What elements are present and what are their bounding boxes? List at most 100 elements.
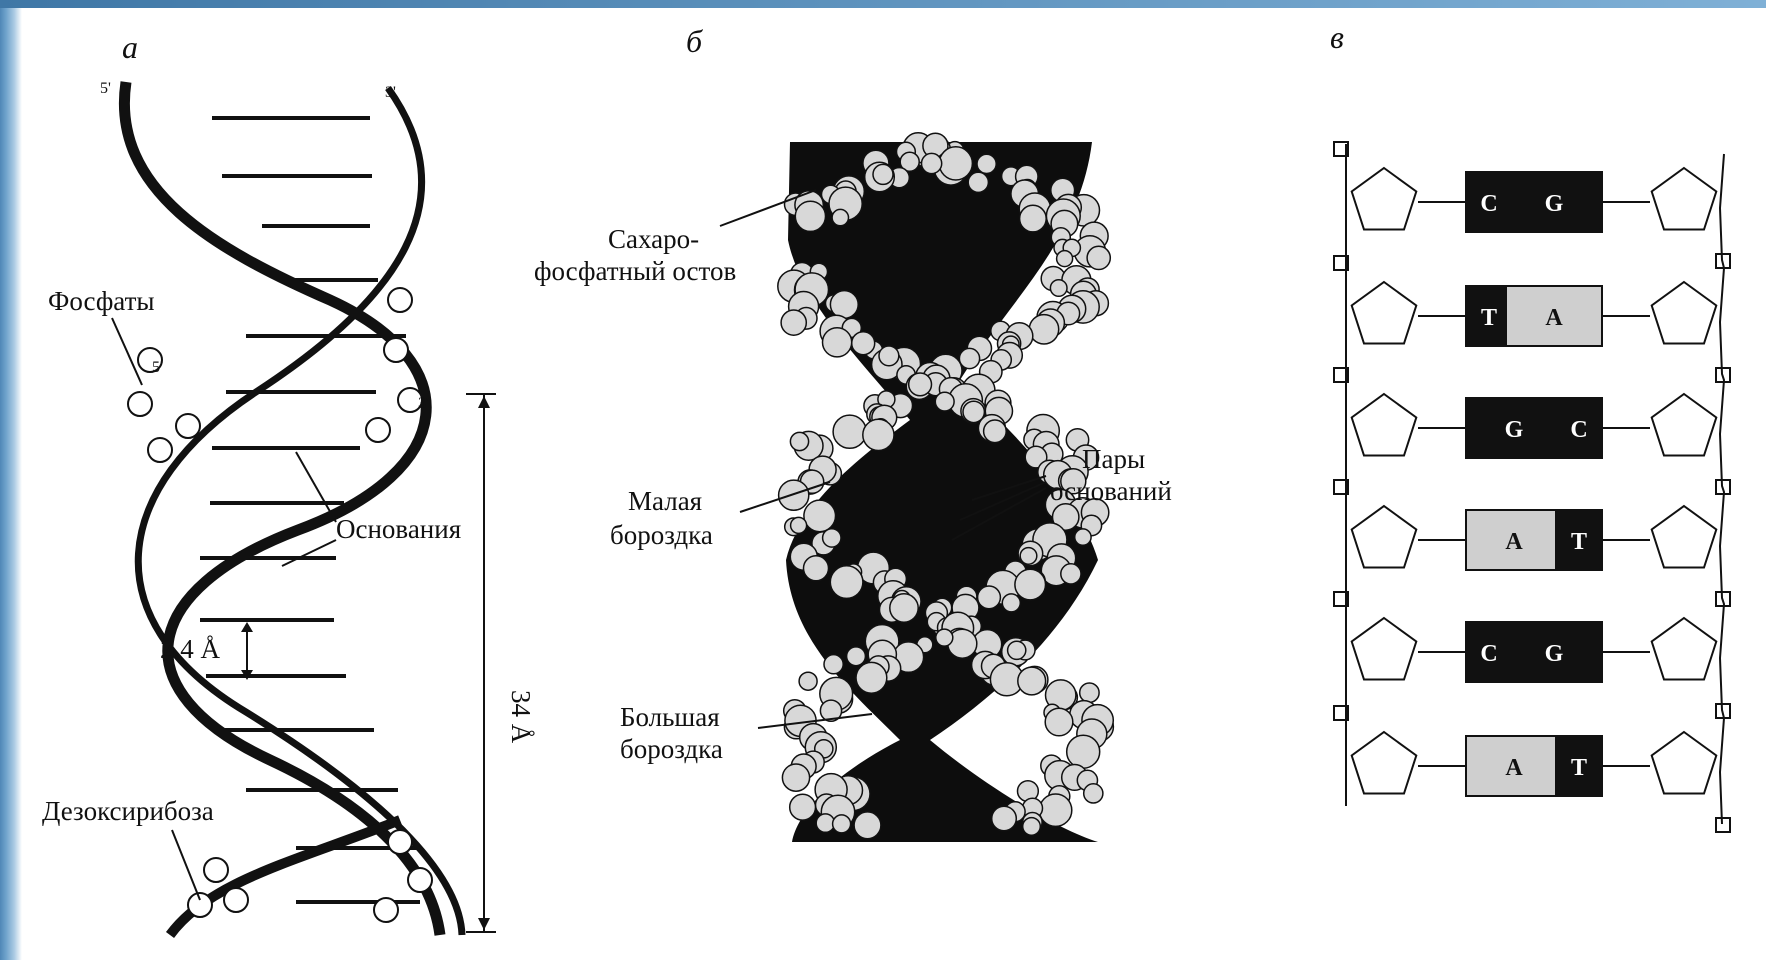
base-letter-right: G — [1545, 191, 1564, 217]
leader-bases-1 — [296, 452, 336, 522]
atom-sphere — [804, 556, 829, 581]
atom-sphere — [1020, 548, 1037, 565]
atom-sphere — [823, 529, 841, 547]
deoxyribose-pentagon-left — [1352, 394, 1417, 456]
base-letter-left: C — [1480, 641, 1497, 667]
sugar-ring — [388, 830, 412, 854]
base-letter-left: A — [1505, 529, 1523, 555]
atom-sphere — [790, 432, 808, 450]
phosphate-square-right — [1716, 818, 1730, 832]
ring-5-prime-label: 5' — [152, 359, 163, 376]
atom-sphere — [782, 764, 809, 791]
deoxyribose-pentagon-left — [1352, 168, 1417, 230]
atom-sphere — [847, 647, 866, 666]
atom-sphere — [804, 500, 836, 532]
panel-b-space-filling-model: б Сахаро- фосфатный остов Пары оснований… — [534, 23, 1172, 842]
atom-sphere — [852, 332, 875, 355]
atom-sphere — [1008, 641, 1026, 659]
sugar-ring — [176, 414, 200, 438]
atom-sphere — [873, 164, 893, 184]
base-letter-left: A — [1505, 755, 1523, 781]
atom-sphere — [1075, 529, 1091, 545]
atom-sphere — [1029, 315, 1058, 344]
atom-sphere — [909, 373, 932, 396]
base-letter-right: A — [1545, 305, 1563, 331]
label-pitch: 34 Å — [506, 690, 536, 744]
sugar-ring — [388, 288, 412, 312]
label-backbone-line1: Сахаро- — [608, 224, 699, 254]
base-letter-right: T — [1571, 529, 1587, 555]
base-letter-right: G — [1545, 641, 1564, 667]
label-minor-groove-line2: бороздка — [610, 520, 713, 550]
label-rise: 2.4 Å — [160, 634, 221, 664]
atom-sphere — [833, 815, 851, 833]
base-letter-right: T — [1571, 755, 1587, 781]
panel-a-letter: а — [122, 29, 138, 65]
atom-sphere — [790, 794, 816, 820]
label-deoxyribose: Дезоксирибоза — [42, 796, 214, 826]
atom-sphere — [1061, 564, 1081, 584]
atom-sphere — [1045, 708, 1073, 736]
atom-sphere — [1067, 735, 1100, 768]
deoxyribose-pentagon-right — [1652, 506, 1717, 568]
sugar-ring — [188, 893, 212, 917]
panel-b-letter: б — [686, 23, 703, 59]
panel-c-letter: в — [1330, 19, 1344, 55]
atom-sphere — [968, 172, 988, 192]
atom-sphere — [1080, 683, 1099, 702]
label-phosphates: Фосфаты — [48, 286, 155, 316]
ring-3-prime-label: 3' — [418, 395, 429, 412]
label-pairs-line1: Пары — [1082, 444, 1145, 474]
atom-sphere — [935, 392, 954, 411]
label-pairs-line2: оснований — [1050, 476, 1172, 506]
sugar-ring — [408, 868, 432, 892]
base-letter-left: C — [1480, 191, 1497, 217]
atom-sphere — [779, 480, 809, 510]
deoxyribose-pentagon-right — [1652, 732, 1717, 794]
atom-sphere — [992, 806, 1017, 831]
atom-sphere — [830, 291, 858, 319]
leader-phosphates — [112, 318, 142, 385]
atom-sphere — [922, 153, 942, 173]
atom-sphere — [1015, 569, 1046, 600]
atom-sphere — [791, 517, 807, 533]
label-major-groove-line2: бороздка — [620, 734, 723, 764]
atom-sphere — [1084, 784, 1103, 803]
leader-deoxyribose — [172, 830, 200, 900]
atom-sphere — [1050, 280, 1067, 297]
atom-sphere — [1087, 246, 1110, 269]
atom-sphere — [799, 672, 817, 690]
atom-sphere — [890, 594, 918, 622]
deoxyribose-pentagon-left — [1352, 282, 1417, 344]
atom-sphere — [1057, 251, 1073, 267]
atom-sphere — [816, 814, 834, 832]
sugar-ring — [366, 418, 390, 442]
atom-sphere — [1020, 205, 1047, 232]
label-major-groove-line1: Большая — [620, 702, 720, 732]
atom-sphere — [856, 662, 887, 693]
sugar-ring — [204, 858, 228, 882]
atom-sphere — [830, 566, 863, 599]
deoxyribose-pentagon-right — [1652, 168, 1717, 230]
atom-sphere — [832, 209, 848, 225]
atom-sphere — [795, 201, 825, 231]
strand-5-prime-end: 5' — [100, 80, 111, 97]
panel-c-base-pair-schematic: в CGTAGCATCGAT — [1330, 19, 1730, 832]
atom-sphere — [1023, 818, 1041, 836]
atom-sphere — [978, 586, 1001, 609]
sugar-ring — [384, 338, 408, 362]
base-letter-left: G — [1505, 417, 1524, 443]
leader-bases-2 — [282, 540, 336, 566]
deoxyribose-pentagon-left — [1352, 732, 1417, 794]
deoxyribose-pentagon-right — [1652, 394, 1717, 456]
atom-sphere — [1018, 667, 1046, 695]
sugar-ring — [374, 898, 398, 922]
atom-sphere — [936, 629, 953, 646]
base-letter-right: C — [1570, 417, 1587, 443]
atom-sphere — [959, 348, 979, 368]
atom-sphere — [939, 147, 972, 180]
atom-sphere — [823, 328, 852, 357]
panel-a-double-helix: а 5' 3' 5' 3' Фосфаты Основания 2.4 Å 34… — [42, 29, 536, 935]
deoxyribose-pentagon-left — [1352, 506, 1417, 568]
atom-sphere — [833, 415, 866, 448]
